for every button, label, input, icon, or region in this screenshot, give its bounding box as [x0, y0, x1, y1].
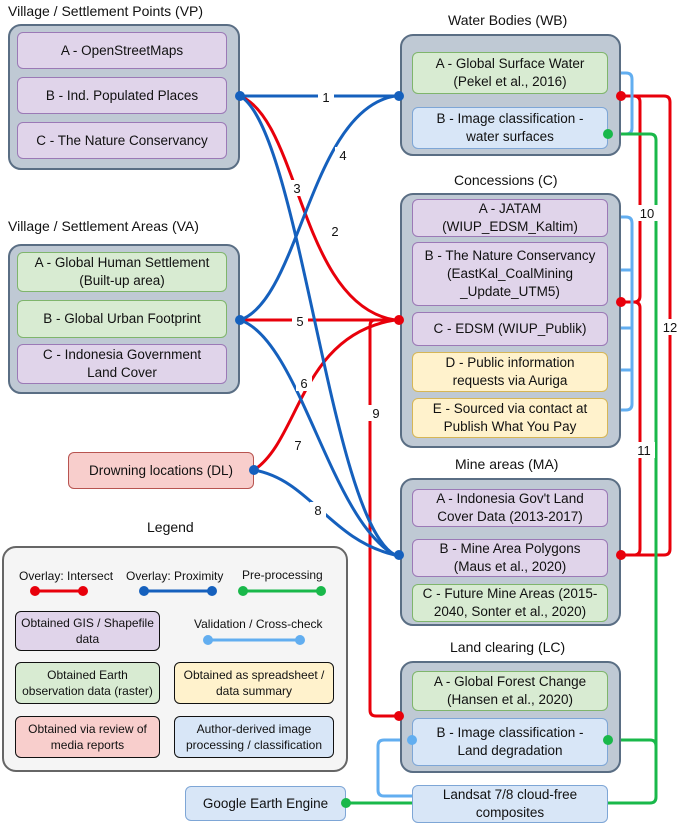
vp-item-b: B - Ind. Populated Places [17, 77, 227, 114]
legend-proximity-line [139, 586, 217, 596]
google-earth-engine-box: Google Earth Engine [185, 786, 346, 821]
c-item-a: A - JATAM (WIUP_EDSM_Kaltim) [412, 199, 608, 237]
endpoint-dot-c-in [394, 315, 404, 325]
c-item-c: C - EDSM (WIUP_Publik) [412, 312, 608, 346]
endpoint-dot-ma-out [616, 550, 626, 560]
endpoint-dot-lc-in [394, 711, 404, 721]
landsat-to-lc-line [608, 738, 658, 747]
legend-intersect-label: Overlay: Intersect [19, 569, 114, 583]
edge-9-line [368, 318, 395, 718]
edge-label-1: 1 [322, 90, 329, 105]
ma-item-b: B - Mine Area Polygons (Maus et al., 202… [412, 539, 608, 577]
drowning-locations-box: Drowning locations (DL) [68, 452, 254, 489]
legend-panel: Overlay: Intersect Overlay: Proximity Pr… [2, 546, 348, 772]
endpoint-dot-lc-green [603, 735, 613, 745]
endpoint-dot-ma-in [394, 550, 404, 560]
legend-eo-box: Obtained Earth observation data (raster) [15, 662, 160, 704]
edge-label-2: 2 [331, 224, 338, 239]
legend-spreadsheet-box: Obtained as spreadsheet / data summary [174, 662, 334, 704]
landsat-composites-box: Landsat 7/8 cloud-free composites [412, 785, 608, 823]
endpoint-dot-vp [235, 91, 245, 101]
validation-c-line [608, 215, 634, 412]
edge-label-12: 12 [663, 320, 677, 335]
legend-preprocessing-line [238, 586, 326, 596]
ma-item-c: C - Future Mine Areas (2015- 2040, Sonte… [412, 584, 608, 622]
lc-title: Land clearing (LC) [450, 639, 566, 655]
edge-6-line [239, 318, 396, 557]
c-item-b: B - The Nature Conservancy (EastKal_Coal… [412, 242, 608, 306]
ma-title: Mine areas (MA) [455, 456, 559, 472]
edge-label-9: 9 [372, 406, 379, 421]
validation-landsat-lc-line [376, 738, 412, 798]
lc-item-a: A - Global Forest Change (Hansen et al.,… [412, 671, 608, 711]
c-item-e: E - Sourced via contact at Publish What … [412, 398, 608, 438]
lc-item-b: B - Image classification - Land degradat… [412, 718, 608, 766]
endpoint-dot-c-out [616, 297, 626, 307]
endpoint-dot-wb-out [616, 91, 626, 101]
c-item-d: D - Public information requests via Auri… [412, 352, 608, 392]
edge-label-10: 10 [640, 206, 654, 221]
ma-item-a: A - Indonesia Gov't Land Cover Data (201… [412, 489, 608, 527]
landsat-to-wb-line [608, 132, 658, 805]
legend-author-box: Author-derived image processing / classi… [174, 716, 334, 758]
edge-label-7: 7 [294, 438, 301, 453]
edge-label-5: 5 [296, 314, 303, 329]
edge-3-line [239, 94, 396, 557]
wb-item-b: B - Image classification - water surface… [412, 107, 608, 149]
legend-proximity-label: Overlay: Proximity [126, 569, 224, 583]
legend-validation-line [203, 635, 305, 645]
vp-item-a: A - OpenStreetMaps [17, 32, 227, 69]
endpoint-dot-va [235, 315, 245, 325]
edge-label-8: 8 [314, 503, 321, 518]
endpoint-dot-lc-validation [407, 735, 417, 745]
va-title: Village / Settlement Areas (VA) [8, 218, 199, 234]
vp-title: Village / Settlement Points (VP) [8, 3, 204, 19]
wb-title: Water Bodies (WB) [448, 12, 568, 28]
endpoint-dot-gee [341, 798, 351, 808]
endpoint-dot-dl [249, 465, 259, 475]
legend-preprocessing-label: Pre-processing [242, 568, 323, 582]
endpoint-dot-wb-in [394, 91, 404, 101]
va-item-b: B - Global Urban Footprint [17, 300, 227, 338]
va-item-c: C - Indonesia Government Land Cover [17, 344, 227, 384]
edge-label-4: 4 [339, 148, 346, 163]
va-item-a: A - Global Human Settlement (Built-up ar… [17, 252, 227, 292]
legend-title: Legend [147, 519, 194, 535]
legend-validation-label: Validation / Cross-check [194, 617, 323, 631]
legend-intersect-line [30, 586, 88, 596]
edge-4-line [239, 94, 396, 322]
edge-label-11: 11 [637, 443, 651, 458]
legend-gis-box: Obtained GIS / Shapefile data [15, 611, 160, 651]
edge-label-3: 3 [293, 181, 300, 196]
c-title: Concessions (C) [454, 172, 558, 188]
edge-label-6: 6 [300, 376, 307, 391]
legend-media-box: Obtained via review of media reports [15, 716, 160, 758]
vp-item-c: C - The Nature Conservancy [17, 122, 227, 159]
wb-item-a: A - Global Surface Water (Pekel et al., … [412, 52, 608, 94]
endpoint-dot-wb-green [603, 129, 613, 139]
